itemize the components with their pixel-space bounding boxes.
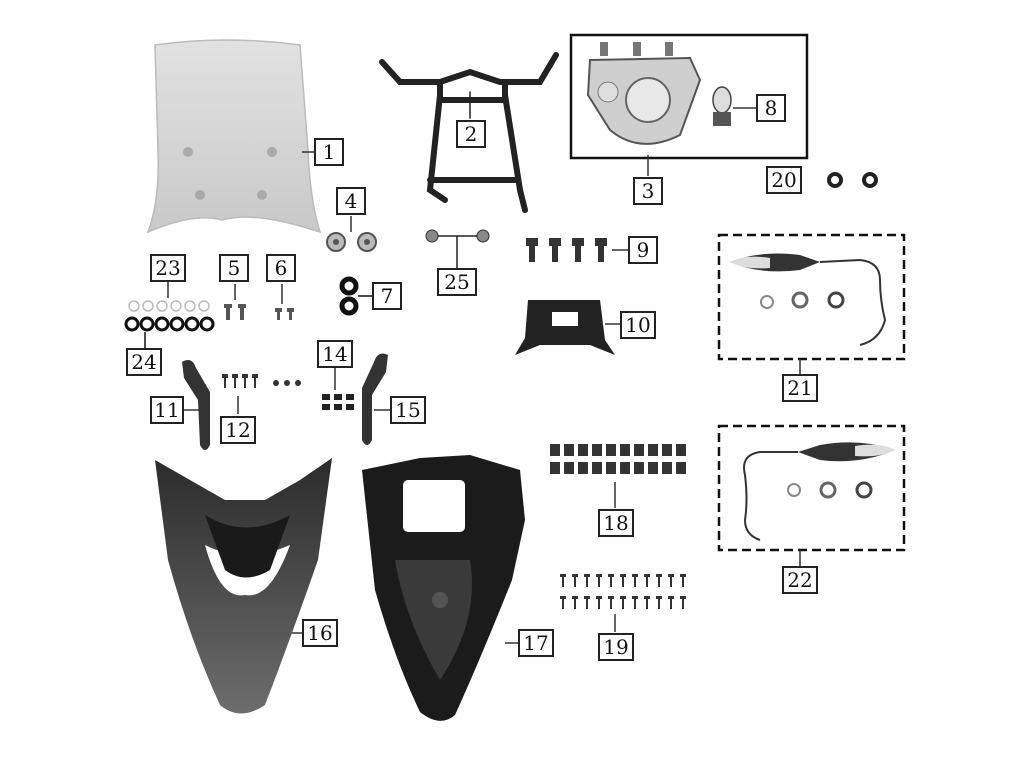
callout-1: 1 bbox=[314, 138, 344, 166]
washer-24-part bbox=[124, 316, 215, 348]
callout-4: 4 bbox=[336, 187, 366, 215]
callout-2: 2 bbox=[456, 120, 486, 148]
inner-panel-part bbox=[362, 455, 525, 721]
callout-15: 15 bbox=[390, 396, 426, 424]
rubber-washer-7-part bbox=[339, 276, 372, 316]
callout-16: 16 bbox=[302, 619, 338, 647]
callout-9: 9 bbox=[628, 236, 658, 264]
mount-bracket-10-part bbox=[515, 300, 620, 355]
windscreen-part bbox=[146, 39, 322, 234]
callout-12: 12 bbox=[220, 416, 256, 444]
callout-24: 24 bbox=[126, 348, 162, 376]
callout-22: 22 bbox=[782, 566, 818, 594]
callout-3: 3 bbox=[633, 177, 663, 205]
clip-14-part bbox=[322, 368, 354, 410]
callout-19: 19 bbox=[598, 633, 634, 661]
turn-signal-left-group bbox=[717, 233, 906, 374]
washer-20-part bbox=[827, 172, 878, 188]
callout-17: 17 bbox=[518, 629, 554, 657]
callout-11: 11 bbox=[150, 396, 184, 424]
callout-5: 5 bbox=[219, 254, 249, 282]
nut-4-part bbox=[326, 216, 377, 252]
callout-21: 21 bbox=[782, 374, 818, 402]
callout-23: 23 bbox=[150, 254, 186, 282]
callout-25: 25 bbox=[437, 268, 477, 296]
screw-12-part bbox=[222, 374, 301, 414]
stay-11-part bbox=[180, 360, 210, 450]
headlight-assembly-group bbox=[569, 33, 809, 176]
callout-8: 8 bbox=[756, 94, 786, 122]
washer-23-part bbox=[128, 282, 210, 312]
callout-14: 14 bbox=[317, 340, 353, 368]
front-cowl-part bbox=[155, 458, 332, 714]
callout-7: 7 bbox=[372, 282, 402, 310]
screw-5-part bbox=[224, 284, 246, 320]
turn-signal-right-group bbox=[717, 424, 906, 566]
screw-19-part bbox=[560, 574, 686, 632]
screw-6-part bbox=[275, 284, 294, 320]
headlight-bracket-part bbox=[379, 52, 559, 213]
callout-10: 10 bbox=[620, 311, 656, 339]
bolt-9-part bbox=[526, 238, 628, 262]
callout-6: 6 bbox=[266, 254, 296, 282]
callout-20: 20 bbox=[766, 166, 802, 194]
bulb-part bbox=[712, 86, 756, 126]
stay-15-part bbox=[362, 353, 392, 445]
callout-18: 18 bbox=[598, 509, 634, 537]
clip-18-part bbox=[550, 444, 686, 508]
grommet-25-part bbox=[425, 229, 490, 268]
